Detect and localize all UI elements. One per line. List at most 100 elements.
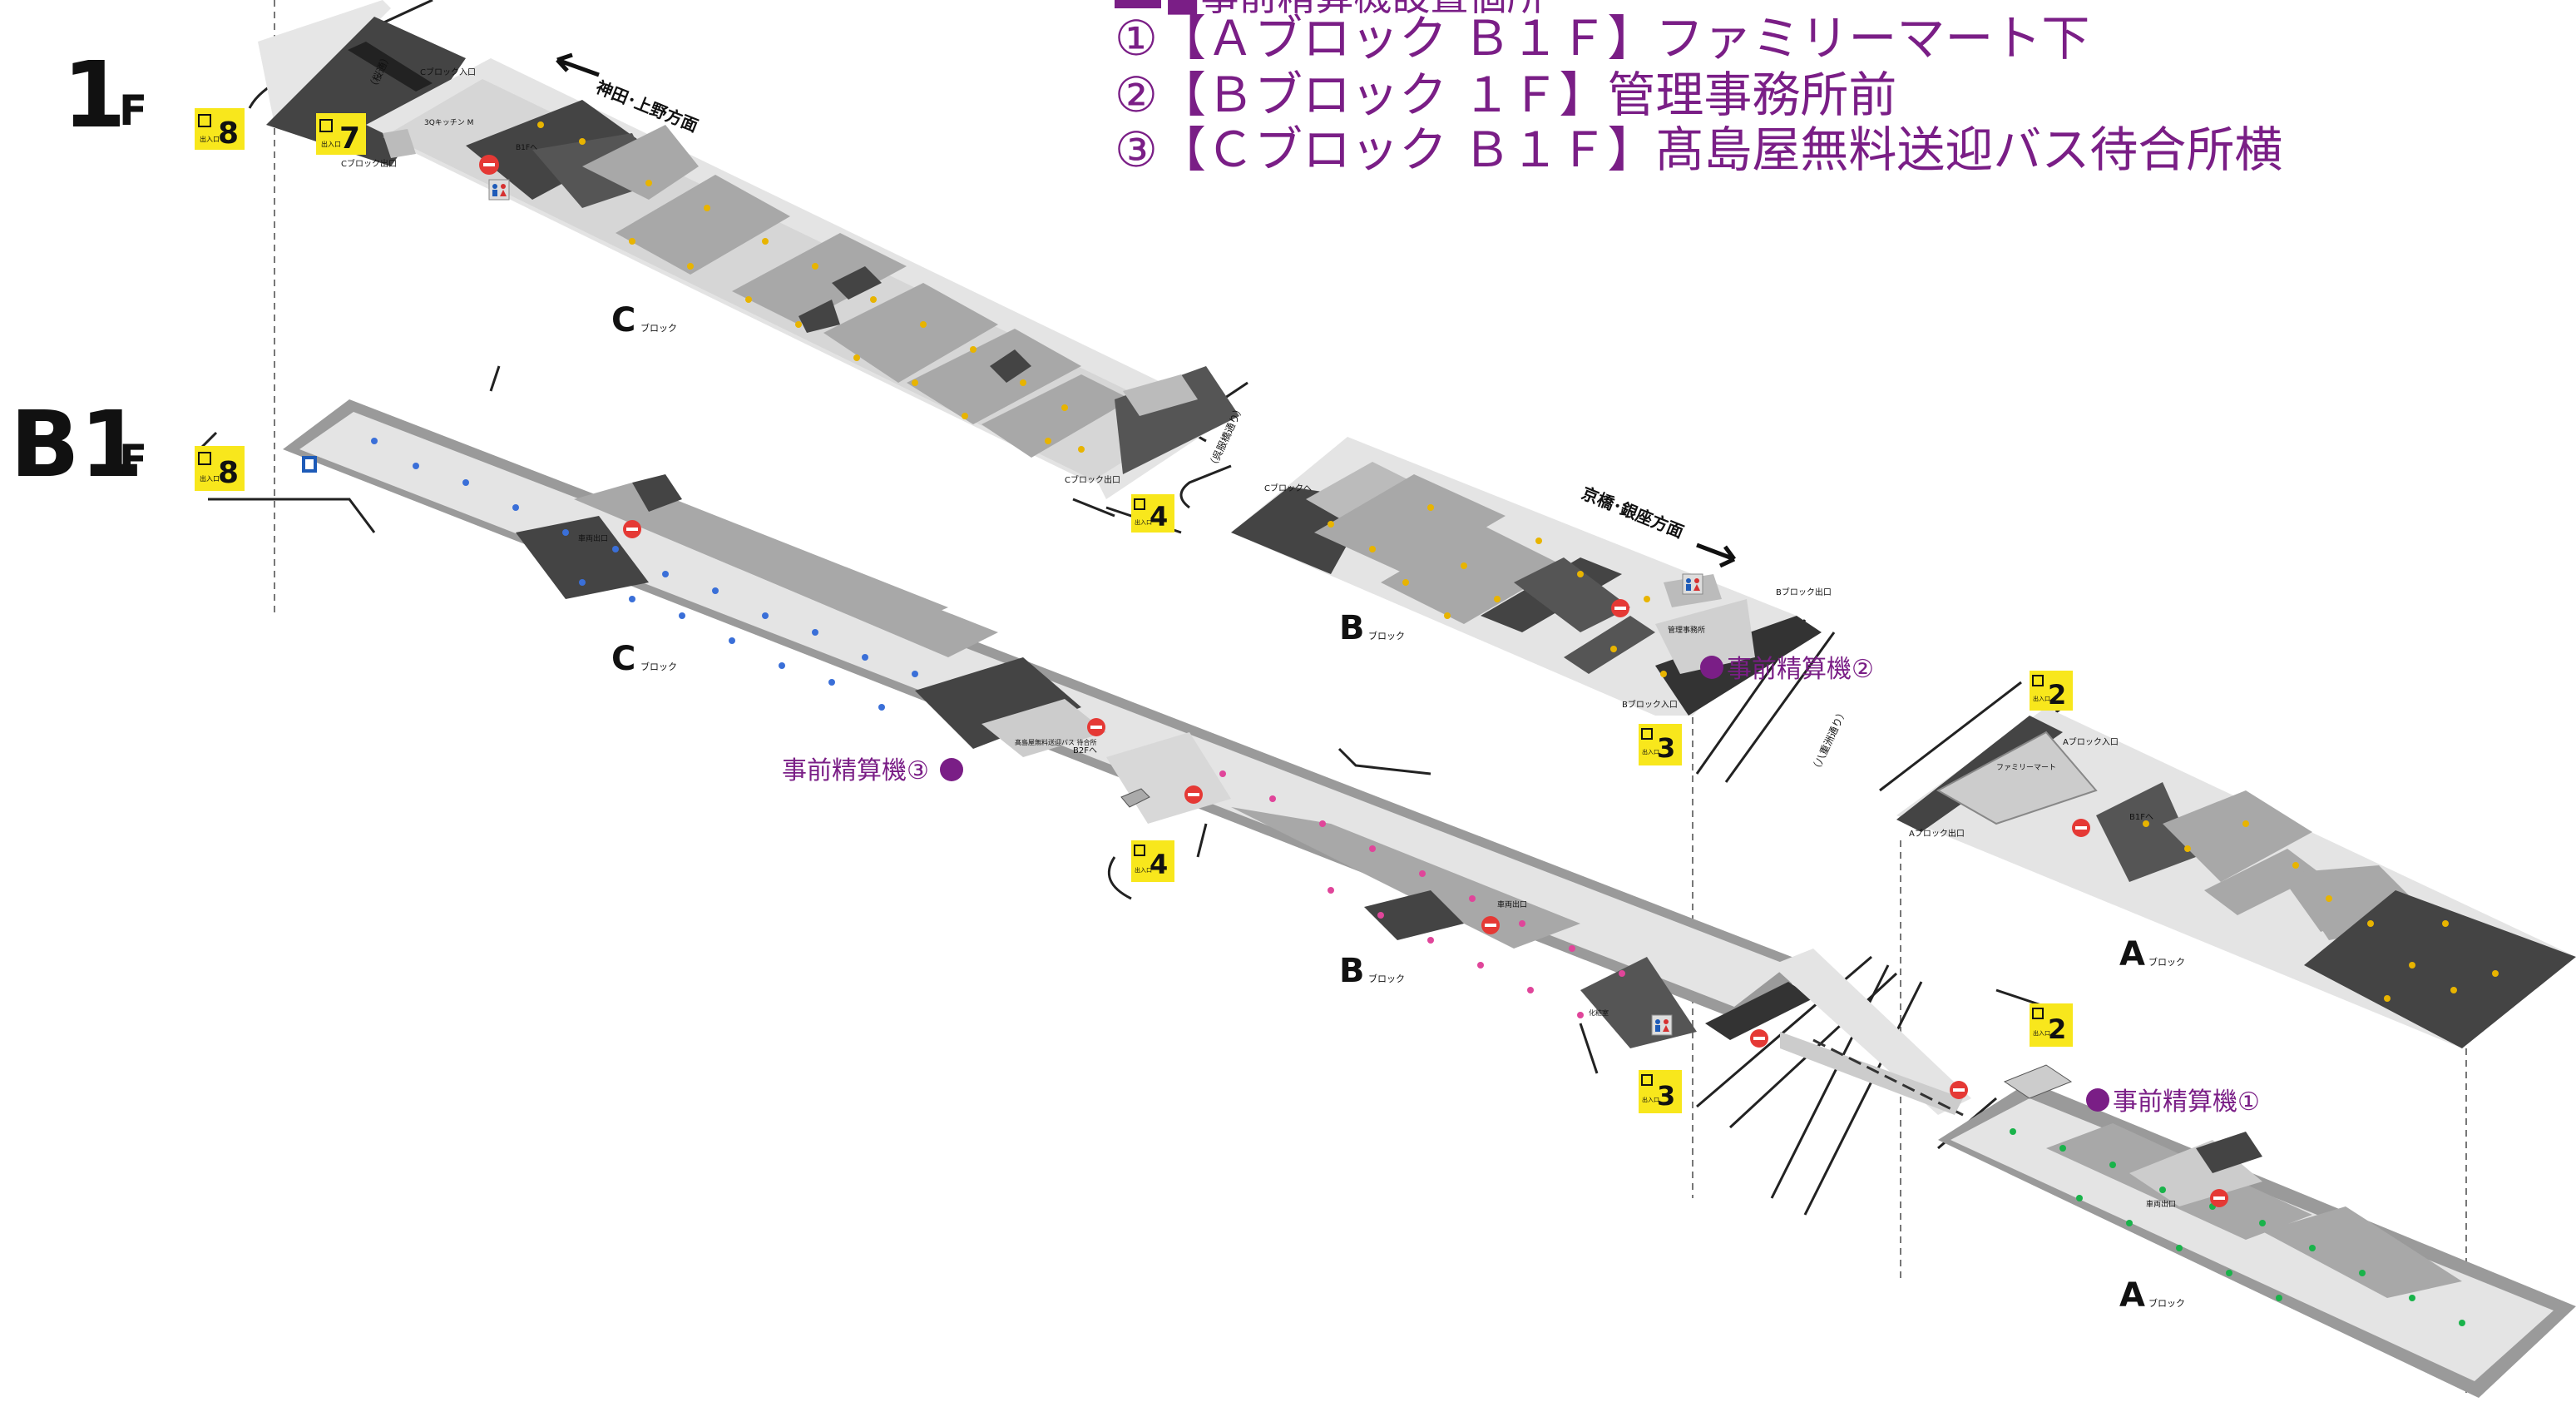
entrance-badge-text: 出入口 — [2033, 695, 2050, 702]
floor-labels: 1 F B1 F — [10, 42, 147, 498]
a-block-b1f-suffix: ブロック — [2148, 1297, 2185, 1309]
entrance-badge-text: 出入口 — [1135, 866, 1152, 874]
no-entry-icon — [1481, 916, 1500, 934]
c-block-b1f-label: C — [611, 640, 635, 678]
entrance-badge-8-b1f[interactable]: 出入口 8 — [195, 446, 245, 491]
parking-entrance-icon — [2032, 1008, 2044, 1019]
b1f-a-block: A ブロック — [1938, 1064, 2576, 1398]
label-c-block-exit-b: Cブロック出口 — [1065, 474, 1120, 485]
entrance-number: 2 — [2048, 679, 2066, 711]
b-block-1f-label: B — [1339, 609, 1365, 647]
arrow-icon — [1696, 542, 1737, 568]
no-entry-icon — [2072, 819, 2090, 837]
floor-b1f-label: B1 — [10, 391, 143, 498]
label-office: 管理事務所 — [1668, 625, 1705, 635]
elevator-icon — [302, 456, 317, 473]
toilet-icon — [1682, 573, 1703, 595]
entrance-badge-text: 出入口 — [1642, 748, 1659, 755]
no-entry-icon — [1087, 718, 1105, 736]
c-block-1f-suffix: ブロック — [640, 322, 677, 334]
label-b-block-entrance: Bブロック入口 — [1622, 699, 1678, 710]
entrance-badge-text: 出入口 — [2033, 1029, 2050, 1037]
parking-entrance-icon — [2032, 675, 2044, 686]
entrance-number: 7 — [339, 121, 360, 156]
floor1-a-block: A ブロック — [1896, 707, 2576, 1048]
label-car-exit-b: 車両出口 — [1497, 899, 1527, 909]
no-entry-icon — [1611, 599, 1629, 617]
header-item-2: ②【Ｂブロック １Ｆ】管理事務所前 — [1115, 67, 1896, 123]
payment-machine-3[interactable]: 事前精算機③ — [782, 756, 963, 785]
entrance-badge-8-1f[interactable]: 出入口 8 — [195, 108, 245, 151]
stairs-icon — [1120, 788, 1150, 808]
label-c-block-entrance: Cブロック入口 — [420, 67, 476, 77]
entrance-number: 4 — [1150, 501, 1168, 533]
label-car-exit-c: 車両出口 — [578, 533, 608, 543]
arrow-icon — [556, 52, 600, 77]
toilet-icon — [1651, 1014, 1673, 1036]
label-a-block-exit: Aブロック出口 — [1909, 828, 1965, 839]
floor1-c-block: C ブロック — [258, 0, 1239, 499]
payment-machine-3-label: 事前精算機③ — [782, 756, 929, 785]
label-bus-stop: 髙島屋無料送迎バス 待合所 — [1015, 738, 1097, 746]
a-block-1f-label: A — [2119, 935, 2145, 973]
no-entry-icon — [623, 520, 641, 538]
label-b1f-to-1f: B1Fへ — [516, 144, 537, 152]
label-car-exit-a: 車両出口 — [2146, 1199, 2176, 1209]
no-entry-icon — [1184, 785, 1203, 804]
machine-dot-icon — [940, 758, 963, 781]
b1f-corridor: C ブロック B ブロック — [283, 399, 1971, 1117]
payment-machine-2[interactable]: 事前精算機② — [1700, 655, 1874, 684]
a-block-b1f-label: A — [2119, 1276, 2145, 1315]
entrance-number: 3 — [1657, 732, 1675, 764]
header-title: ■事前精算機設置個所 — [1164, 0, 1545, 19]
a-block-1f-suffix: ブロック — [2148, 956, 2185, 968]
entrance-badge-7[interactable]: 出入口 7 — [316, 113, 366, 156]
parking-entrance-icon — [198, 452, 211, 465]
label-family-mart: ファミリーマート — [1996, 764, 2056, 772]
no-entry-icon — [1950, 1081, 1968, 1099]
floor1-b-block: B ブロック — [1231, 437, 1822, 716]
no-entry-icon — [479, 155, 499, 175]
entrance-badge-3-b1f[interactable]: 出入口 3 — [1639, 1070, 1682, 1113]
entrance-badge-text: 出入口 — [200, 474, 220, 483]
title-bullet — [1115, 0, 1161, 8]
parking-entrance-icon — [1641, 728, 1653, 740]
label-b2f-to: B2Fへ — [1073, 746, 1097, 755]
payment-machine-2-label: 事前精算機② — [1727, 655, 1874, 684]
entrance-badge-text: 出入口 — [1135, 518, 1152, 526]
header: ■事前精算機設置個所 ①【Ａブロック Ｂ１Ｆ】ファミリーマート下 ②【Ｂブロック… — [1115, 0, 2282, 178]
entrance-badge-4-1f[interactable]: 出入口 4 — [1131, 494, 1174, 533]
label-a-block-entrance: Aブロック入口 — [2063, 736, 2119, 747]
label-kitchen: 3Qキッチン M — [424, 118, 473, 127]
b-block-b1f-label: B — [1339, 952, 1365, 990]
payment-machine-1[interactable]: 事前精算機① — [2086, 1087, 2260, 1117]
entrance-badge-text: 出入口 — [321, 140, 341, 148]
b-block-1f-suffix: ブロック — [1368, 630, 1405, 642]
parking-entrance-icon — [319, 119, 333, 132]
label-c-block-exit: Cブロック出口 — [341, 158, 397, 169]
parking-entrance-icon — [1641, 1074, 1653, 1086]
street-yaesu-1f: （八重洲通り） — [1809, 706, 1849, 775]
header-item-3: ③【Ｃブロック Ｂ１Ｆ】髙島屋無料送迎バス待合所横 — [1115, 121, 2282, 178]
c-block-b1f-suffix: ブロック — [640, 661, 677, 672]
entrance-badge-3-1f[interactable]: 出入口 3 — [1639, 724, 1682, 765]
entrance-badge-2-b1f[interactable]: 出入口 2 — [2030, 1003, 2073, 1047]
floor-1f-suffix: F — [119, 87, 147, 135]
payment-machine-1-label: 事前精算機① — [2113, 1087, 2260, 1117]
entrance-badge-2-1f[interactable]: 出入口 2 — [2030, 671, 2073, 711]
label-c-block-to: Cブロックへ — [1264, 483, 1312, 493]
c-block-1f-label: C — [611, 301, 635, 339]
entrance-number: 8 — [218, 116, 239, 151]
parking-entrance-icon — [1134, 498, 1145, 510]
entrance-number: 2 — [2048, 1013, 2066, 1045]
entrance-badge-4-b1f[interactable]: 出入口 4 — [1131, 840, 1174, 882]
floor-b1f-suffix: F — [119, 436, 147, 484]
entrance-number: 8 — [218, 456, 239, 490]
entrance-badge-text: 出入口 — [200, 135, 220, 143]
toilet-icon — [488, 179, 510, 201]
header-item-1: ①【Ａブロック Ｂ１Ｆ】ファミリーマート下 — [1115, 10, 2089, 67]
label-b-block-exit: Bブロック出口 — [1776, 587, 1832, 597]
parking-entrance-icon — [198, 114, 211, 127]
parking-entrance-icon — [1134, 845, 1145, 856]
